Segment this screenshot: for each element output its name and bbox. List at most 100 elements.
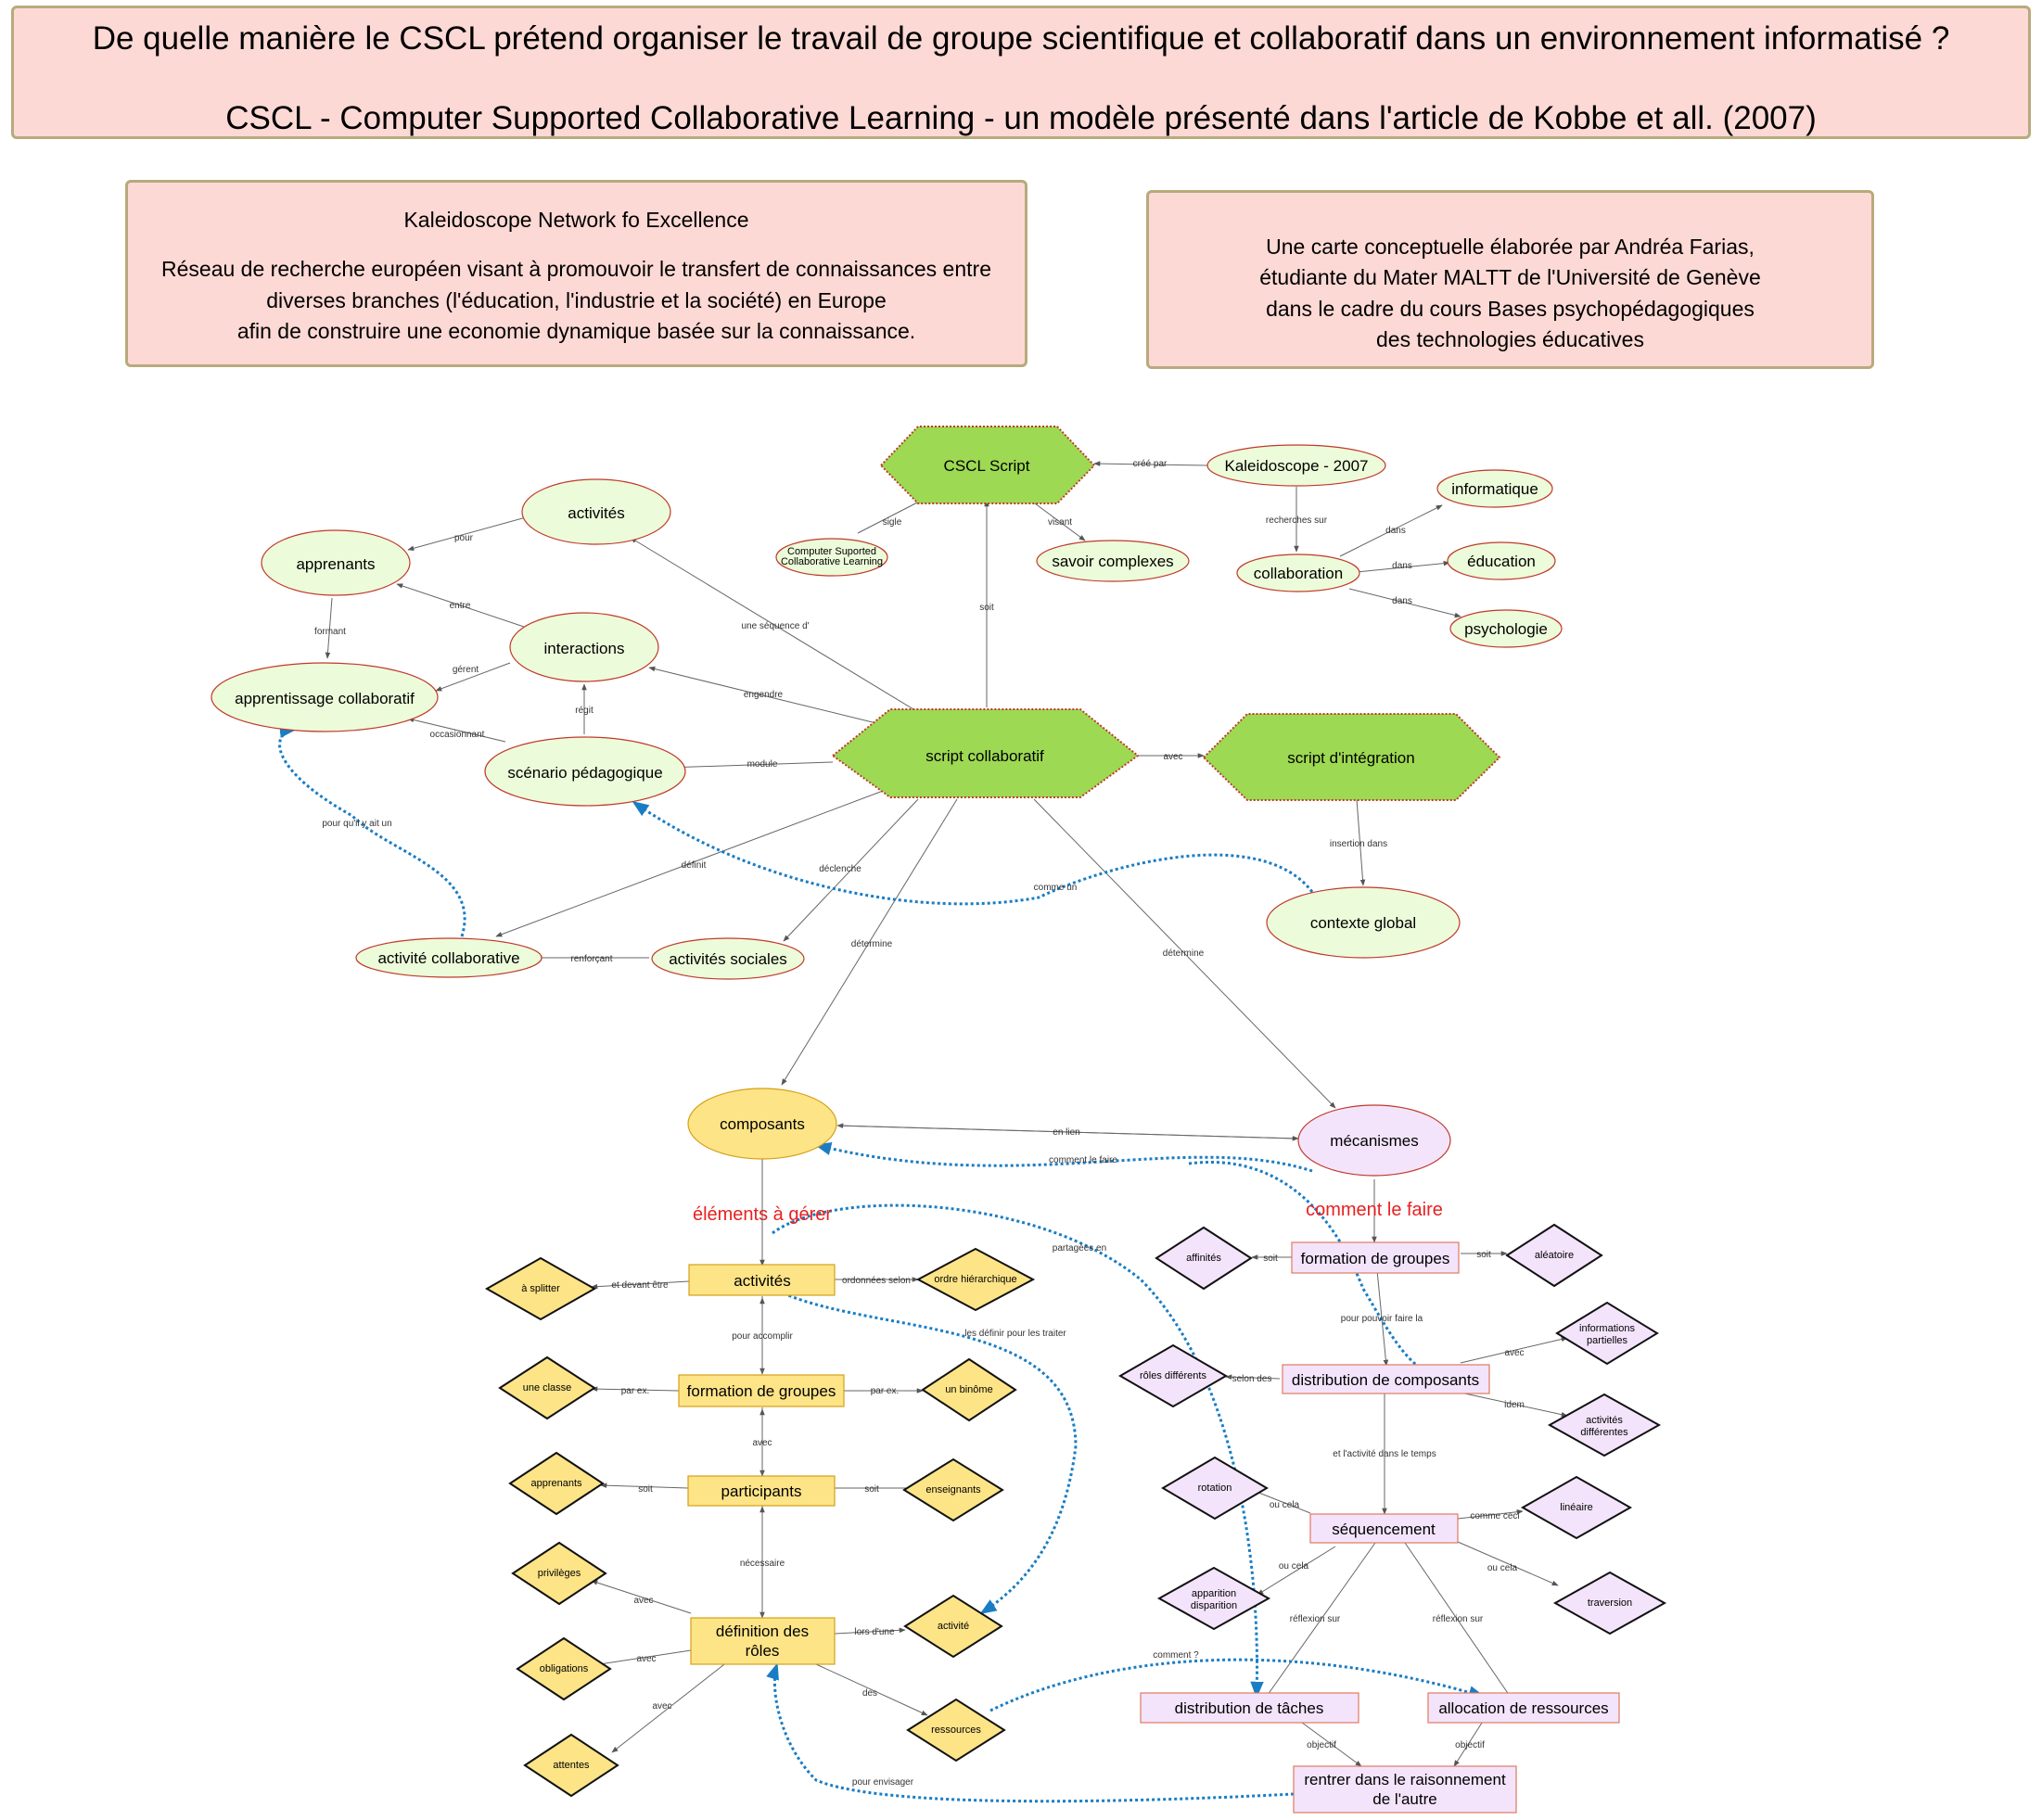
interactions-node[interactable] <box>509 612 659 682</box>
rotation-node[interactable] <box>1161 1456 1269 1521</box>
activite-d-node[interactable] <box>903 1594 1003 1659</box>
edge-labels: créé par sigle visant recherches sur dan… <box>314 459 1525 1788</box>
activites-top-label: activités <box>568 504 624 522</box>
edge-label-regit: régit <box>575 706 593 716</box>
aleatoire-node[interactable] <box>1505 1223 1603 1288</box>
interactions-label: interactions <box>544 640 625 657</box>
edge-label-sigle: sigle <box>883 517 902 528</box>
author-line-3: dans le cadre du cours Bases psychopédag… <box>1266 296 1755 321</box>
mecanismes-node[interactable] <box>1297 1104 1451 1177</box>
edge-label-avec-5: avec <box>1504 1348 1524 1358</box>
main-question: De quelle manière le CSCL prétend organi… <box>92 20 1950 57</box>
activites-sociales-label: activités sociales <box>669 950 787 968</box>
script-collaboratif-node[interactable] <box>831 708 1140 798</box>
activites-differentes-label-2: différentes <box>1580 1427 1628 1438</box>
activites-differentes-node[interactable] <box>1547 1393 1662 1457</box>
sequencement-node[interactable] <box>1309 1513 1459 1544</box>
traversion-node[interactable] <box>1552 1571 1667 1635</box>
formation-groupes-c-node[interactable] <box>678 1374 845 1407</box>
edge-label-ou-cela-1: ou cela <box>1270 1500 1300 1510</box>
edge-label-comment-q: comment ? <box>1153 1650 1199 1661</box>
edge-label-par-ex-1: par ex. <box>621 1386 650 1396</box>
formation-groupes-c-label: formation de groupes <box>687 1382 836 1400</box>
rentrer-raisonnement-node[interactable] <box>1293 1765 1517 1814</box>
ressources-node[interactable] <box>906 1698 1006 1763</box>
edge-label-soit-3: soit <box>864 1484 879 1495</box>
mecanismes-label: mécanismes <box>1330 1132 1418 1150</box>
edge-label-occasionnant: occasionnant <box>430 730 485 740</box>
author-line-1: Une carte conceptuelle élaborée par Andr… <box>1266 235 1755 259</box>
composants-label: composants <box>720 1115 805 1133</box>
scenario-pedagogique-label: scénario pédagogique <box>507 764 662 782</box>
une-classe-label: une classe <box>523 1382 572 1394</box>
cscl-script-node[interactable] <box>879 426 1096 504</box>
obligations-node[interactable] <box>516 1636 612 1701</box>
distribution-taches-node[interactable] <box>1140 1692 1359 1724</box>
savoir-complexes-label: savoir complexes <box>1052 553 1173 570</box>
computer-supported-node[interactable] <box>775 538 888 577</box>
un-binome-node[interactable] <box>921 1357 1017 1422</box>
sequencement-label: séquencement <box>1332 1521 1436 1538</box>
edge-label-comme-ceci: comme ceci <box>1470 1511 1519 1521</box>
edge-label-soit-2: soit <box>638 1484 653 1495</box>
main-subtitle: CSCL - Computer Supported Collaborative … <box>225 100 1817 136</box>
edge-label-soit-top: soit <box>979 603 994 613</box>
allocation-ressources-node[interactable] <box>1427 1692 1620 1724</box>
distribution-composants-node[interactable] <box>1282 1364 1490 1394</box>
definition-roles-node[interactable] <box>690 1617 836 1665</box>
a-splitter-node[interactable] <box>484 1256 597 1321</box>
informatique-node[interactable] <box>1436 469 1553 508</box>
edge-label-avec-3: avec <box>636 1654 656 1664</box>
collaboration-label: collaboration <box>1254 565 1343 582</box>
roles-differents-node[interactable] <box>1118 1343 1228 1408</box>
psychologie-label: psychologie <box>1464 620 1548 638</box>
definition-roles-label-2: rôles <box>746 1642 780 1660</box>
activites-top-node[interactable] <box>521 478 671 545</box>
education-label: éducation <box>1467 553 1536 570</box>
education-node[interactable] <box>1447 541 1556 580</box>
formation-groupes-m-node[interactable] <box>1291 1241 1460 1274</box>
script-integration-node[interactable] <box>1202 713 1501 801</box>
attentes-node[interactable] <box>523 1733 619 1798</box>
un-binome-label: un binôme <box>945 1384 992 1395</box>
formation-groupes-m-label: formation de groupes <box>1301 1250 1450 1267</box>
lineaire-label: linéaire <box>1560 1502 1592 1513</box>
savoir-complexes-node[interactable] <box>1036 540 1190 582</box>
apprentissage-collaboratif-node[interactable] <box>211 662 439 732</box>
edge-label-pour-quil: pour qu'il y ait un <box>322 819 391 829</box>
kaleidoscope-info-box: Kaleidoscope Network fo Excellence Résea… <box>125 180 1027 367</box>
author-line-2: étudiante du Mater MALTT de l'Université… <box>1259 265 1761 290</box>
edge-label-partagees-en: partagées en <box>1053 1243 1106 1254</box>
allocation-ressources-label: allocation de ressources <box>1438 1699 1608 1717</box>
script-integration-label: script d'intégration <box>1287 749 1414 767</box>
enseignants-node[interactable] <box>902 1457 1004 1522</box>
apprenants-top-node[interactable] <box>261 529 411 596</box>
ordre-hierarchique-node[interactable] <box>915 1247 1036 1312</box>
edge-label-et-lactivite: et l'activité dans le temps <box>1333 1449 1436 1459</box>
affinites-node[interactable] <box>1155 1226 1253 1291</box>
activites-c-node[interactable] <box>688 1264 836 1296</box>
contexte-global-node[interactable] <box>1266 886 1461 959</box>
edge-label-determine-1: détermine <box>851 939 893 949</box>
scenario-pedagogique-node[interactable] <box>484 736 686 807</box>
informations-partielles-label-1: informations <box>1579 1323 1635 1334</box>
edge-label-pour: pour <box>454 533 474 543</box>
psychologie-node[interactable] <box>1449 609 1563 648</box>
privileges-node[interactable] <box>511 1541 607 1606</box>
une-classe-node[interactable] <box>498 1355 596 1420</box>
kaleidoscope-2007-node[interactable] <box>1206 444 1386 487</box>
lineaire-node[interactable] <box>1520 1475 1633 1540</box>
informations-partielles-node[interactable] <box>1555 1301 1659 1366</box>
composants-node[interactable] <box>687 1088 837 1160</box>
participants-node[interactable] <box>687 1475 836 1507</box>
edge-label-dans-3: dans <box>1392 596 1412 606</box>
edge-label-soit-4: soit <box>1263 1254 1278 1264</box>
activites-sociales-node[interactable] <box>651 937 805 980</box>
obligations-label: obligations <box>540 1663 589 1674</box>
apprenants-c-node[interactable] <box>508 1451 605 1516</box>
activite-collaborative-node[interactable] <box>355 937 542 978</box>
collaboration-node[interactable] <box>1236 554 1360 592</box>
apparition-disparition-node[interactable] <box>1156 1566 1271 1631</box>
edge-label-des: des <box>862 1688 877 1699</box>
